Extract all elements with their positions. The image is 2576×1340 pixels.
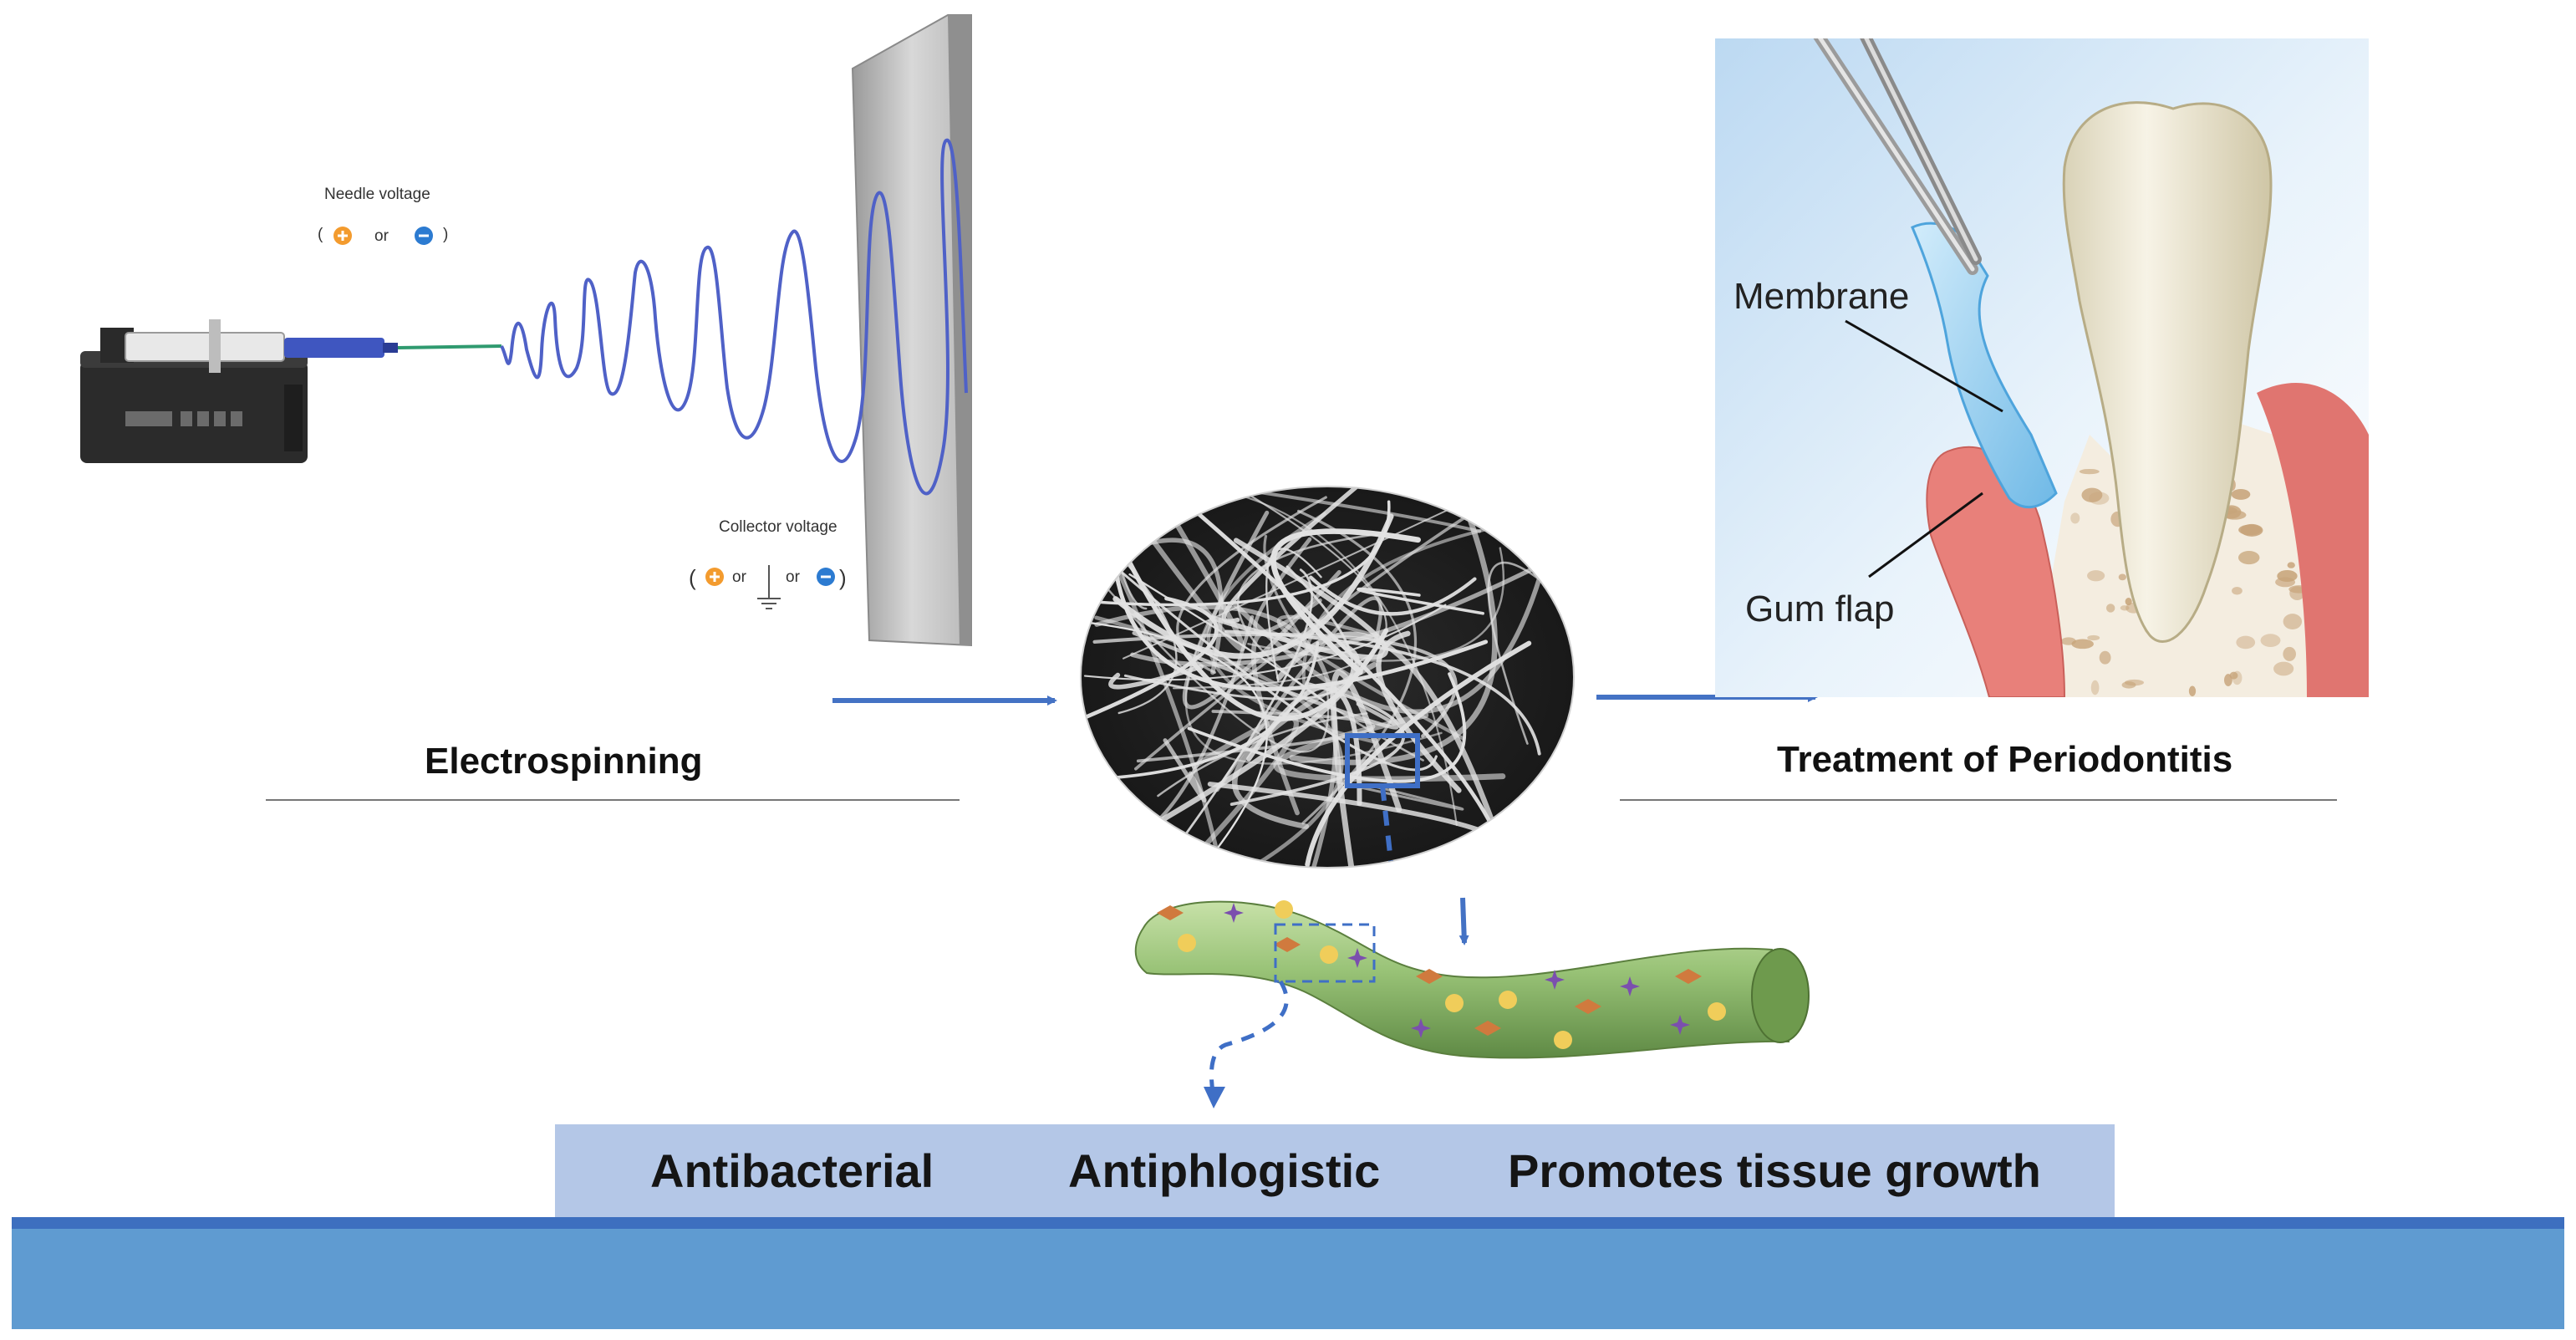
antibacterial-marker	[1670, 1015, 1690, 1035]
arrow-to-fiber	[1459, 897, 1469, 945]
needle-voltage-label: Needle voltage	[324, 186, 430, 203]
nanofiber-strand	[1144, 538, 1224, 675]
legend-label-antibacterial: Antibacterial	[650, 1144, 934, 1197]
periodontal-treatment-illustration	[1715, 38, 2369, 697]
antibacterial-marker	[1545, 970, 1565, 990]
antibacterial-marker	[1347, 948, 1367, 968]
antiphlogistic-marker	[1675, 969, 1702, 984]
tissue-growth-marker	[1275, 900, 1293, 919]
electrospinning-title: Electrospinning	[425, 741, 703, 782]
nanofiber-strand	[1083, 604, 1447, 681]
tissue-growth-marker	[1178, 934, 1196, 952]
antibacterial-marker	[1224, 903, 1244, 923]
dashed-callout-arrow	[1209, 980, 1289, 1098]
nanofiber-strand	[1081, 500, 1391, 607]
nanofiber-strand	[1309, 575, 1477, 616]
collector-or-text-1: or	[732, 568, 746, 586]
antiphlogistic-marker	[1274, 937, 1301, 952]
nanofiber-strand	[1112, 531, 1389, 721]
antiphlogistic-marker	[1157, 905, 1184, 920]
legend	[555, 1124, 2115, 1218]
antiphlogistic-marker	[1474, 1021, 1501, 1036]
tissue-growth-marker	[1445, 994, 1464, 1012]
footer-band	[12, 1229, 2564, 1329]
nanofiber-strand	[1105, 540, 1178, 715]
nanofiber-strand	[1487, 561, 1563, 745]
nanofiber-strand	[1081, 641, 1320, 782]
nanofiber-strand	[1276, 631, 1509, 863]
needle-or-text: or	[374, 227, 389, 245]
nanofiber-strand	[1305, 640, 1532, 868]
nanofiber-strand	[1246, 684, 1362, 807]
tissue-growth-marker	[1499, 991, 1517, 1009]
needle-voltage-indicators	[333, 227, 433, 245]
electrospinning-underline	[266, 799, 960, 801]
nanofiber-strand	[1357, 587, 1484, 615]
treatment-title: Treatment of Periodontitis	[1777, 739, 2233, 780]
nanofiber-strand	[1112, 513, 1394, 660]
nanofiber-strand	[1132, 631, 1399, 730]
nanofiber-strand	[1253, 537, 1322, 634]
treatment-underline	[1620, 799, 2337, 801]
tissue-growth-marker	[1320, 945, 1338, 964]
nanofiber-strand	[1109, 487, 1245, 652]
sem-nanofiber-image	[1080, 486, 1575, 869]
antibacterial-marker	[1411, 1018, 1431, 1038]
nanofiber-strand	[1247, 547, 1504, 662]
tissue-growth-marker	[1708, 1002, 1726, 1021]
nanofiber-strand	[1108, 664, 1204, 690]
footer-band-top	[12, 1217, 2564, 1229]
gum-flap-label: Gum flap	[1745, 588, 1895, 629]
collector-or-text-2: or	[786, 568, 800, 586]
tissue-growth-marker	[1554, 1031, 1572, 1049]
nanofiber-strand	[1330, 779, 1464, 811]
nanofiber-strand	[1191, 715, 1299, 860]
nanofiber-strand	[1098, 578, 1330, 753]
electrospinning-jet	[500, 138, 968, 496]
legend-label-antiphlogistic: Antiphlogistic	[1068, 1144, 1381, 1197]
nanofiber-strand	[1157, 712, 1368, 797]
drug-loaded-fiber	[1134, 900, 1810, 1059]
collector-voltage-label: Collector voltage	[719, 518, 837, 536]
syringe-pump-icon	[80, 319, 502, 463]
collector-plate	[851, 14, 972, 647]
antiphlogistic-marker	[1575, 999, 1601, 1014]
antiphlogistic-marker	[1416, 969, 1443, 984]
legend-label-tissue-growth: Promotes tissue growth	[1508, 1144, 2041, 1197]
nanofiber-strand	[1123, 502, 1464, 660]
membrane-label: Membrane	[1733, 276, 1910, 317]
antibacterial-marker	[1620, 976, 1640, 996]
nanofiber-strand	[1263, 534, 1315, 655]
collector-voltage-indicators	[705, 565, 835, 609]
